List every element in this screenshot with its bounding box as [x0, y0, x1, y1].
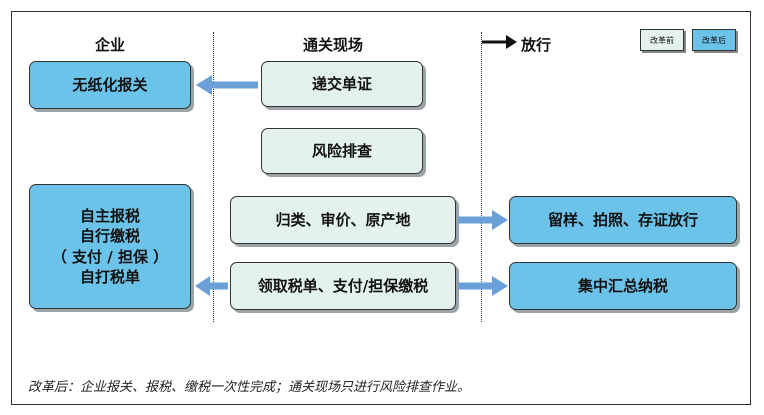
- legend-before: 改革前: [640, 29, 684, 51]
- release-header-arrow: [482, 35, 517, 49]
- arrow-to-self-tax: [195, 276, 228, 296]
- self-tax-line-1: 自主报税: [79, 207, 140, 225]
- diagram-frame: [11, 11, 751, 405]
- column-header-customs-site: 通关现场: [303, 36, 364, 54]
- arrow-to-centralized-tax: [458, 276, 508, 296]
- arrow-to-paperless: [196, 75, 258, 95]
- self-tax-line-3: （ 支付 / 担保 ）: [51, 247, 169, 266]
- legend-after: 改革后: [692, 29, 736, 51]
- box-paperless-declaration: 无纸化报关: [29, 61, 191, 109]
- box-centralized-tax: 集中汇总纳税: [509, 262, 737, 310]
- box-classification: 归类、审价、原产地: [230, 196, 456, 244]
- box-self-tax: 自主报税 自行缴税 （ 支付 / 担保 ） 自打税单: [29, 184, 191, 309]
- self-tax-line-2: 自行缴税: [79, 227, 140, 246]
- column-header-release: 放行: [521, 36, 552, 54]
- box-submit-documents: 递交单证: [261, 61, 423, 107]
- self-tax-line-4: 自打税单: [79, 267, 140, 286]
- column-header-enterprise: 企业: [95, 36, 126, 54]
- divider-right: [481, 32, 482, 322]
- arrow-to-sample-release: [458, 210, 508, 230]
- caption: 改革后：企业报关、报税、缴税一次性完成；通关现场只进行风险排查作业。: [28, 380, 471, 395]
- box-risk-check: 风险排查: [261, 128, 423, 174]
- box-tax-payment: 领取税单、支付/担保缴税: [230, 262, 456, 310]
- box-sample-release: 留样、拍照、存证放行: [509, 196, 737, 244]
- divider-left: [213, 32, 214, 322]
